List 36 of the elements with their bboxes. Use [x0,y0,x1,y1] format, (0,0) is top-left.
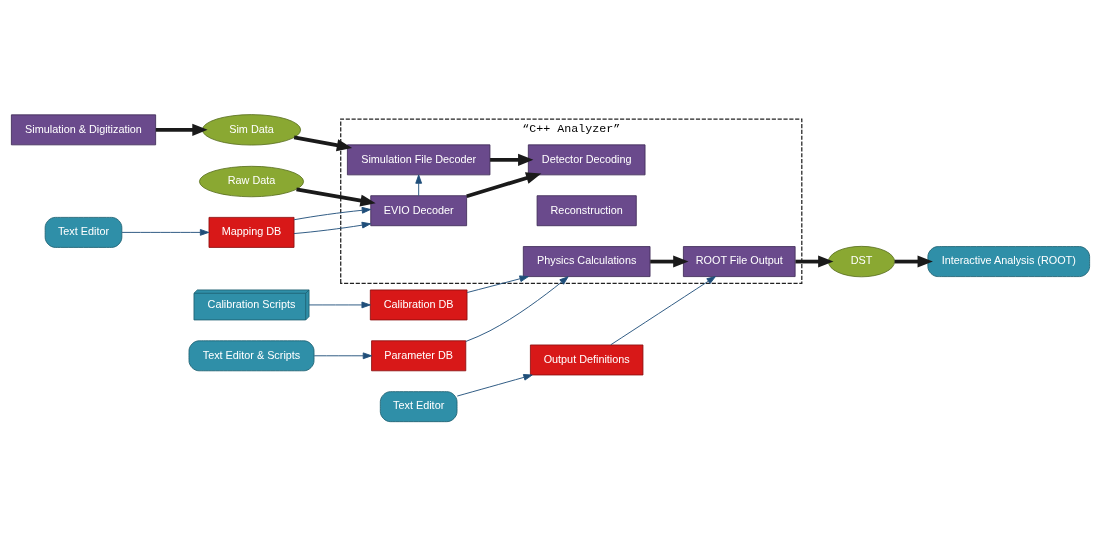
arrow [308,301,371,308]
arrow [293,206,371,220]
arrow [155,123,208,136]
arrow [293,221,371,234]
node-box: Text Editor [379,390,458,422]
node-box: EVIO Decoder [370,194,468,226]
node-box: Simulation & Digitization [10,113,157,145]
arrow [795,255,834,268]
arrow [490,153,534,166]
node-box: Simulation File Decoder [346,143,491,175]
node-ellipse: DST [828,245,895,277]
node-box: Text Editor & Scripts [188,339,315,371]
node-box: Reconstruction [536,194,637,226]
node-box: Interactive Analysis (ROOT) [927,245,1091,277]
arrow [466,274,529,293]
node-box: Parameter DB [371,339,467,371]
arrow [466,171,542,198]
node-box: Mapping DB [208,216,295,248]
node-box: Physics Calculations [522,245,651,277]
arrow [465,275,569,342]
arrow [293,135,353,151]
arrow [650,255,689,268]
arrow [313,351,372,359]
node-ellipse: Raw Data [199,165,304,197]
arrow [415,174,423,196]
node-box: ROOT File Output [683,245,796,277]
node-box: Calibration DB [369,289,468,320]
arrow [894,255,933,268]
arrow [610,275,716,345]
node-ellipse: Sim Data [202,113,301,145]
node-box: Output Definitions [530,344,644,375]
node-box: Text Editor [44,216,123,248]
arrow [456,373,533,396]
arrow [121,228,210,236]
node-box: Detector Decoding [527,143,646,175]
arrow [296,186,376,207]
